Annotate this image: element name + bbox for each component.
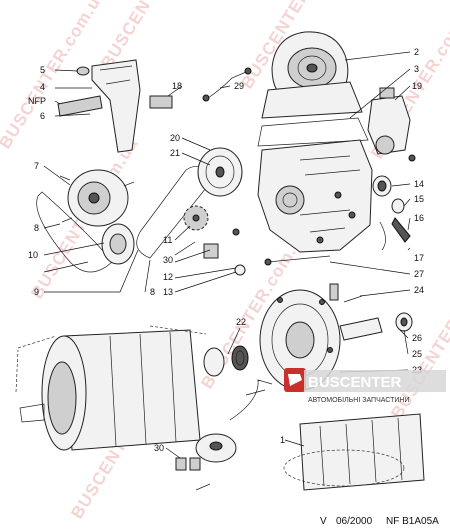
motor-part <box>19 329 201 451</box>
housing-part <box>283 413 425 491</box>
brand-logo: BUSCENTER АВТОМОБІЛЬНІ ЗАПЧАСТИНИ <box>284 368 446 404</box>
seal-part <box>203 347 225 377</box>
bracket-part <box>57 59 141 153</box>
callout-30-bottom: 30 <box>154 443 164 453</box>
actuator-part <box>367 87 416 162</box>
callout-18: 18 <box>172 81 182 91</box>
crank-pulley-part <box>197 147 243 197</box>
relay-part <box>149 95 173 109</box>
callout-27: 27 <box>414 269 424 279</box>
callout-29: 29 <box>234 81 244 91</box>
callout-9: 9 <box>34 287 39 297</box>
logo-tagline: АВТОМОБІЛЬНІ ЗАПЧАСТИНИ <box>308 397 409 404</box>
callout-nfp: NFP <box>28 96 46 106</box>
connector-part <box>175 457 187 471</box>
callout-5: 5 <box>40 65 45 75</box>
callout-8-bottom: 8 <box>150 287 155 297</box>
callout-8-left: 8 <box>34 223 39 233</box>
footer: V 06/2000 NF B1A05A <box>320 516 439 527</box>
callout-11: 11 <box>163 235 172 245</box>
clip-part <box>329 283 339 301</box>
callout-24: 24 <box>414 285 424 295</box>
footer-version: V <box>320 516 327 527</box>
drive-belt-part <box>36 191 113 273</box>
footer-date: 06/2000 <box>336 516 373 527</box>
callout-19: 19 <box>412 81 422 91</box>
callout-1: 1 <box>280 435 285 445</box>
callout-12: 12 <box>163 272 173 282</box>
bolt-part <box>267 255 331 263</box>
casing-part <box>257 139 373 253</box>
callout-21: 21 <box>170 148 180 158</box>
callout-10: 10 <box>28 250 38 260</box>
callout-6: 6 <box>40 111 45 121</box>
callout-13: 13 <box>163 287 173 297</box>
callout-30-top: 30 <box>163 255 173 265</box>
callout-layer: 5 4 NFP 6 7 8 10 9 8 2 3 19 18 29 20 21 … <box>28 47 424 453</box>
flange-part <box>259 289 341 391</box>
callout-16: 16 <box>414 213 424 223</box>
logo-name: BUSCENTER <box>308 374 402 391</box>
callout-4: 4 <box>40 82 45 92</box>
callout-2: 2 <box>414 47 419 57</box>
shaft-part <box>339 317 383 341</box>
washer-part <box>234 264 246 276</box>
callout-17: 17 <box>414 253 424 263</box>
callout-7: 7 <box>34 161 39 171</box>
watermark: BUSCENTER.com.ua <box>97 0 212 72</box>
callout-14: 14 <box>414 179 424 189</box>
callout-26: 26 <box>412 333 422 343</box>
callout-15: 15 <box>414 194 424 204</box>
footer-code: NF B1A05A <box>386 516 439 527</box>
alternator-part <box>59 169 135 227</box>
callout-20: 20 <box>170 133 180 143</box>
bearing-part <box>372 175 411 251</box>
callout-22: 22 <box>236 317 246 327</box>
callout-3: 3 <box>414 64 419 74</box>
callout-25: 25 <box>412 349 422 359</box>
fan-housing-part <box>261 31 363 119</box>
gasket-part <box>257 117 369 147</box>
sensor-part <box>203 243 219 259</box>
